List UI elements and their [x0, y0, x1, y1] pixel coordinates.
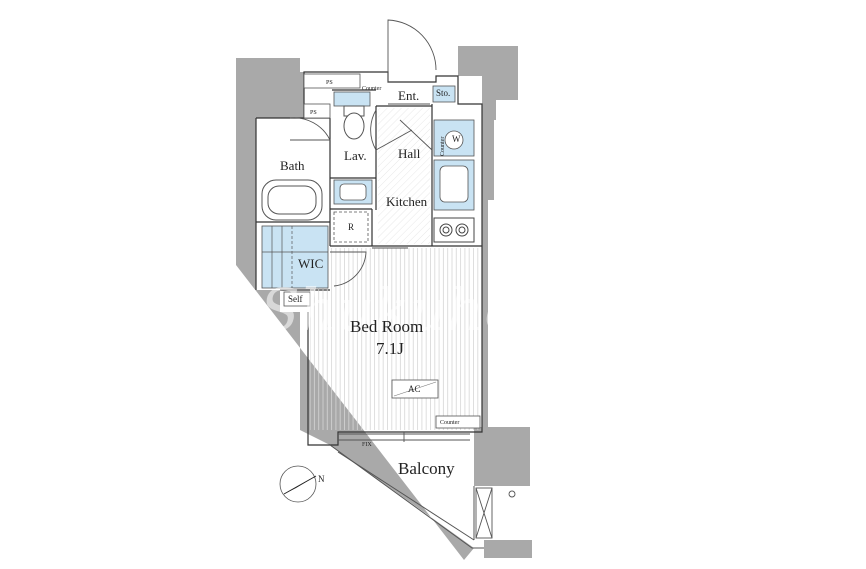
lav-label: Lav. [344, 148, 367, 163]
east-wall [482, 120, 494, 432]
lav-door [375, 129, 413, 151]
wic-door [330, 251, 367, 287]
kitchen-sink-bowl [439, 165, 469, 203]
entry-door [387, 19, 437, 82]
wic-label: WIC [298, 256, 323, 271]
storage-label: Sto. [436, 88, 450, 98]
toilet [343, 105, 365, 140]
structural-walls [236, 46, 532, 560]
ps-label-upper: PS [326, 80, 333, 86]
shelf-box [283, 291, 311, 307]
west-wall [236, 58, 474, 560]
counter-label-kitchen: Counter [440, 137, 446, 156]
storage-box [432, 85, 456, 103]
window-sash [338, 432, 470, 442]
northeast-wall [458, 46, 518, 120]
bed-room-floor [310, 248, 480, 430]
washer-drum [444, 130, 464, 150]
refrigerator-label: R [348, 222, 354, 232]
ps-shafts [303, 73, 361, 119]
balcony-locker [475, 487, 516, 539]
fix-label: FIX [362, 442, 372, 448]
bathtub [261, 179, 323, 221]
door-swings [289, 19, 437, 287]
ac-label: AC [408, 384, 421, 394]
svg-text:N: N [318, 474, 325, 484]
shelf-label: Self [288, 294, 303, 304]
stove [433, 217, 475, 243]
wic-shelf [261, 225, 329, 289]
bed-room-size: 7.1J [376, 339, 404, 358]
southeast-column [474, 427, 530, 486]
hall-door [399, 119, 433, 151]
counter-label-bed: Counter [440, 420, 459, 426]
entrance-label: Ent. [398, 88, 419, 103]
kitchen-label: Kitchen [386, 194, 428, 209]
wic-rails [262, 226, 328, 288]
counter-label-lav: Counter [362, 86, 381, 92]
washer-label: W [452, 134, 461, 144]
lav-door-arc [370, 109, 377, 151]
bath-label: Bath [280, 158, 305, 173]
hall-label: Hall [398, 146, 421, 161]
bath-door [289, 117, 331, 141]
lav-basin-bowl [339, 183, 367, 201]
watermark: Shukuhe [260, 276, 519, 344]
north-compass-icon: N [279, 465, 325, 503]
balcony-end-wall [484, 540, 532, 558]
refrigerator-space [333, 211, 369, 243]
ps-label-lower: PS [310, 110, 317, 116]
bed-room-label: Bed Room [350, 317, 423, 336]
balcony-outline [329, 444, 484, 549]
balcony-label: Balcony [398, 459, 455, 478]
ac-diagonal [393, 381, 437, 397]
bed-counter [435, 415, 481, 429]
hall-floor [378, 108, 430, 244]
washbasin-counter [333, 91, 371, 107]
